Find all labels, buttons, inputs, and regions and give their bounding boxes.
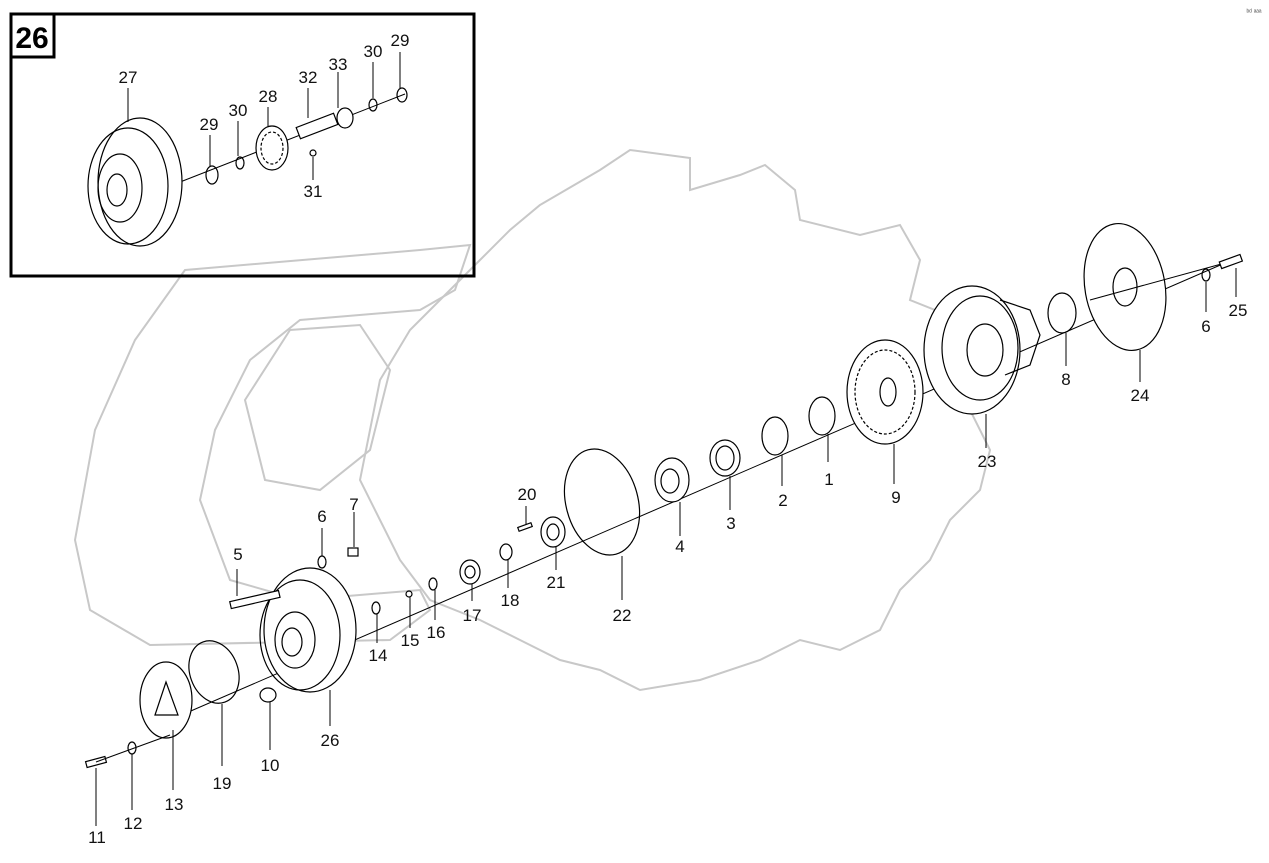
- callout-4: 4: [675, 537, 684, 556]
- washer-6b: [1201, 268, 1211, 282]
- gasket-19: [188, 640, 240, 704]
- hub-27: [87, 117, 183, 247]
- ball-15: [405, 590, 413, 598]
- bolt-25: [1218, 253, 1244, 270]
- callout-28: 28: [259, 87, 278, 106]
- ring-30b: [368, 98, 378, 112]
- stud-5: [229, 589, 281, 610]
- pin-20: [516, 521, 534, 533]
- plug-10: [259, 687, 277, 703]
- snap-ring-2: [761, 416, 789, 456]
- callout-19: 19: [213, 774, 232, 793]
- ball-31: [309, 149, 317, 157]
- callout-6b: 6: [1201, 317, 1210, 336]
- ring-30a: [235, 156, 245, 170]
- callout-15: 15: [401, 631, 420, 650]
- housing-23: [923, 285, 1041, 415]
- callout-30b: 30: [364, 42, 383, 61]
- ring-18: [499, 543, 513, 561]
- shaft-32: [295, 112, 339, 140]
- callout-26: 26: [321, 731, 340, 750]
- callout-29a: 29: [200, 115, 219, 134]
- callout-11: 11: [88, 828, 106, 847]
- callout-14: 14: [369, 646, 388, 665]
- oring-8: [1047, 292, 1077, 334]
- callout-29b: 29: [391, 31, 410, 50]
- callout-2: 2: [778, 491, 787, 510]
- callout-9: 9: [891, 488, 900, 507]
- watermark-logo: [73, 148, 992, 692]
- callout-30a: 30: [229, 101, 248, 120]
- callout-12: 12: [124, 814, 143, 833]
- washer-6a: [317, 555, 327, 569]
- callout-6a: 6: [317, 507, 326, 526]
- bearing-3: [709, 439, 741, 477]
- gasket-22: [563, 448, 641, 556]
- callout-3: 3: [726, 514, 735, 533]
- callout-20: 20: [518, 485, 537, 504]
- callout-7: 7: [349, 495, 358, 514]
- callout-31: 31: [304, 182, 323, 201]
- callout-18: 18: [501, 591, 520, 610]
- callout-5: 5: [233, 545, 242, 564]
- bearing-4: [654, 457, 690, 503]
- callout-32: 32: [299, 68, 318, 87]
- carrier-21: [540, 516, 566, 548]
- callout-25: 25: [1229, 301, 1248, 320]
- hub-26: [259, 567, 357, 693]
- inset-box: 26: [9, 12, 476, 278]
- cover-13: [139, 661, 193, 739]
- callout-17: 17: [463, 606, 482, 625]
- ring-gear-9: [846, 339, 924, 445]
- inset-title: 26: [15, 22, 48, 55]
- callout-10: 10: [261, 756, 280, 775]
- washer-29b: [396, 87, 408, 103]
- corner-note: ᵇᵈ ᵃᵃᵃ: [1246, 9, 1261, 16]
- callout-33: 33: [329, 55, 348, 74]
- callout-27: 27: [119, 68, 138, 87]
- needle-bearing-33: [336, 107, 354, 129]
- callout-16: 16: [427, 623, 446, 642]
- callout-13: 13: [165, 795, 184, 814]
- callout-21: 21: [547, 573, 566, 592]
- ring-16: [428, 577, 438, 591]
- nut-7: [347, 547, 359, 557]
- callout-1: 1: [824, 470, 833, 489]
- gear-28: [255, 125, 289, 171]
- washer-29a: [205, 165, 219, 185]
- callout-22: 22: [613, 606, 632, 625]
- callout-24: 24: [1131, 386, 1150, 405]
- callout-8: 8: [1061, 370, 1070, 389]
- callout-23: 23: [978, 452, 997, 471]
- snap-ring-1: [808, 396, 836, 436]
- leader-lines: [95, 268, 1237, 826]
- planet-gear-17: [459, 559, 481, 585]
- ring-14: [371, 601, 381, 615]
- disc-24: [1083, 222, 1167, 352]
